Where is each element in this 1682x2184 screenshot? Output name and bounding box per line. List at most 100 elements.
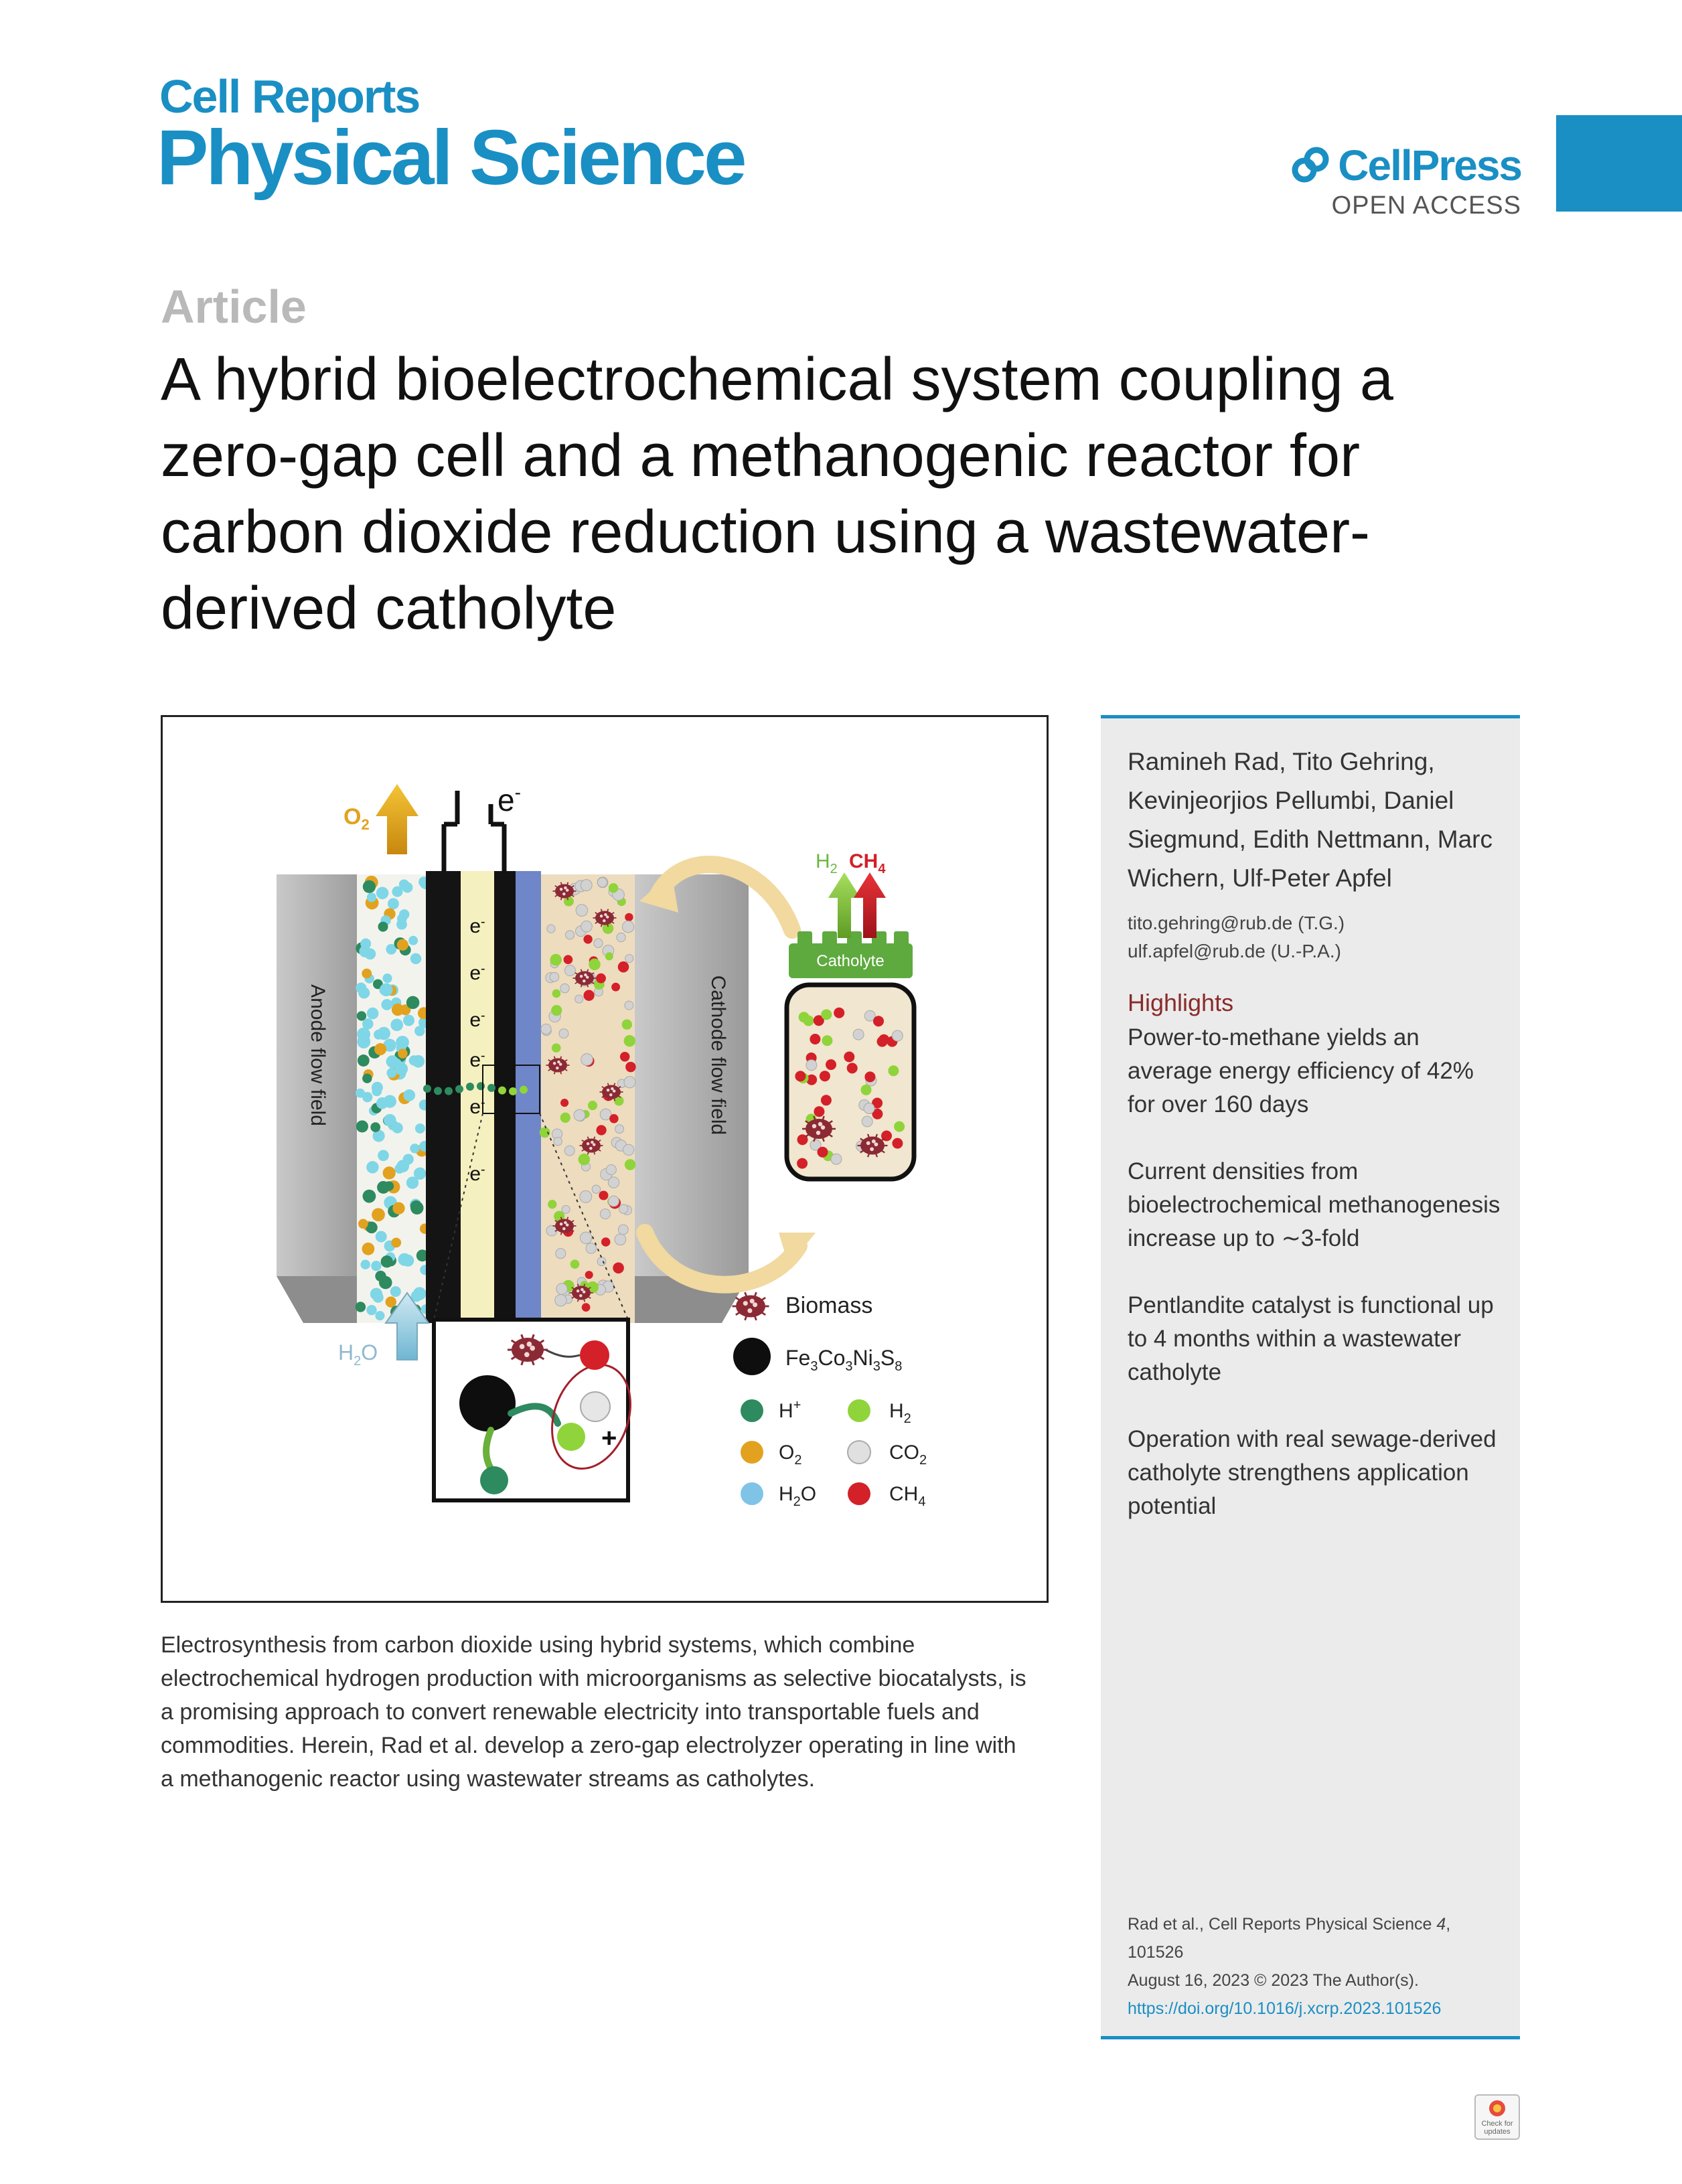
particle-dot [813, 1015, 824, 1026]
particle-dot [549, 971, 560, 982]
check-for-updates-button[interactable]: Check for updates [1474, 2094, 1520, 2140]
biomass-icon [732, 1292, 769, 1321]
particle-dot [360, 1259, 370, 1269]
email-link-1[interactable]: tito.gehring@rub.de (T.G.) [1128, 913, 1345, 933]
particle-dot [403, 1014, 414, 1026]
particle-dot [416, 1249, 429, 1262]
h2o-arrow-icon [384, 1292, 430, 1360]
particle-dot [386, 1068, 397, 1078]
particle-dot [398, 1048, 408, 1059]
legend-h2o-swatch [741, 1482, 763, 1505]
particle-dot [878, 1034, 890, 1045]
particle-dot [888, 1065, 899, 1077]
citation-text: Rad et al., Cell Reports Physical Scienc… [1128, 1915, 1451, 1962]
particle-dot [810, 1139, 822, 1151]
figure-legend: Biomass Fe3Co3Ni3S8 H+ H2 O2 CO2 H2O CH4 [732, 1292, 927, 1509]
particle-dot [617, 1224, 629, 1235]
anode-electrode [426, 871, 461, 1323]
particle-dot [487, 1083, 495, 1092]
particle-dot [611, 982, 621, 992]
particle-dot [372, 1208, 385, 1222]
particle-dot [605, 952, 613, 961]
particle-dot [375, 1231, 387, 1243]
particle-dot [797, 1158, 808, 1169]
particle-dot [608, 1195, 619, 1207]
particle-dot [410, 1290, 423, 1302]
particle-dot [555, 1248, 566, 1259]
particle-dot [625, 953, 634, 963]
journal-name-line2: Physical Science [157, 114, 747, 201]
particle-dot [413, 1167, 427, 1180]
particle-dot [605, 1164, 617, 1176]
particle-dot [392, 1122, 403, 1134]
particle-dot [810, 1034, 821, 1044]
legend-ch4-swatch [848, 1482, 870, 1505]
particle-dot [383, 1113, 396, 1127]
particle-dot [396, 919, 407, 930]
particle-dot [551, 1004, 562, 1016]
reactor-particles [795, 1007, 905, 1169]
particle-dot [366, 1221, 378, 1234]
particle-dot [830, 1153, 842, 1165]
svg-text:e-: e- [469, 1162, 485, 1185]
legend-o2-label: O2 [779, 1441, 801, 1468]
o2-arrow-icon [376, 784, 418, 854]
particle-dot [580, 879, 593, 892]
svg-text:+: + [601, 1423, 617, 1453]
particle-dot [509, 1087, 517, 1095]
particle-dot [357, 1055, 370, 1067]
gas-diffusion-layer [516, 871, 541, 1323]
check-updates-icon [1489, 2100, 1505, 2116]
particle-dot [355, 1302, 366, 1312]
particle-dot [382, 973, 392, 984]
ch4-output-label: CH4 [849, 850, 886, 876]
check-updates-label: Check for updates [1481, 2120, 1513, 2136]
particle-dot [553, 1137, 562, 1146]
particle-dot [597, 1257, 607, 1267]
particle-dot [894, 1121, 905, 1132]
particle-dot [570, 1259, 580, 1269]
anode-particles [355, 875, 432, 1321]
svg-text:e-: e- [469, 961, 485, 984]
graphical-abstract: Anode flow field Cathode flow field e- e… [161, 715, 1049, 1603]
particle-dot [392, 1202, 405, 1215]
particle-dot [578, 1153, 591, 1166]
open-access-label: OPEN ACCESS [1331, 191, 1521, 220]
particle-dot [550, 953, 562, 966]
svg-text:e-: e- [469, 1008, 485, 1031]
particle-dot [362, 1242, 375, 1255]
particle-dot [581, 1053, 593, 1066]
particle-dot [621, 921, 635, 933]
particle-dot [872, 1097, 883, 1109]
particle-dot [362, 1073, 372, 1083]
particle-dot [554, 1294, 567, 1307]
particle-dot [864, 1071, 876, 1083]
particle-dot [366, 1007, 379, 1020]
particle-dot [583, 935, 593, 944]
particle-dot [602, 923, 614, 934]
article-info-sidebar: Ramineh Rad, Tito Gehring, Kevinjeorjios… [1101, 715, 1520, 2039]
particle-dot [362, 968, 372, 979]
doi-link[interactable]: https://doi.org/10.1016/j.xcrp.2023.1015… [1128, 1999, 1442, 2018]
particle-dot [575, 994, 584, 1004]
particle-dot [619, 1052, 630, 1062]
particle-dot [599, 1190, 609, 1200]
particle-dot [560, 1112, 570, 1123]
graphical-abstract-svg: Anode flow field Cathode flow field e- e… [277, 782, 927, 1509]
particle-dot [372, 1086, 382, 1097]
particle-dot [382, 1166, 396, 1180]
email-link-2[interactable]: ulf.apfel@rub.de (U.-P.A.) [1128, 941, 1341, 961]
membrane [461, 871, 494, 1323]
legend-catalyst-label: Fe3Co3Ni3S8 [785, 1346, 902, 1374]
particle-dot [414, 1026, 425, 1036]
particle-dot [587, 1101, 598, 1111]
particle-dot [366, 1161, 379, 1174]
particle-dot [820, 1095, 832, 1106]
catholyte-lid [789, 943, 913, 978]
particle-dot [390, 1018, 404, 1032]
particle-dot [396, 1036, 409, 1049]
particle-dot [585, 1243, 597, 1254]
particle-dot [597, 877, 608, 888]
legend-biomass-icon [732, 1292, 769, 1321]
publication-date: August 16, 2023 © 2023 The Author(s). [1128, 1971, 1419, 1990]
